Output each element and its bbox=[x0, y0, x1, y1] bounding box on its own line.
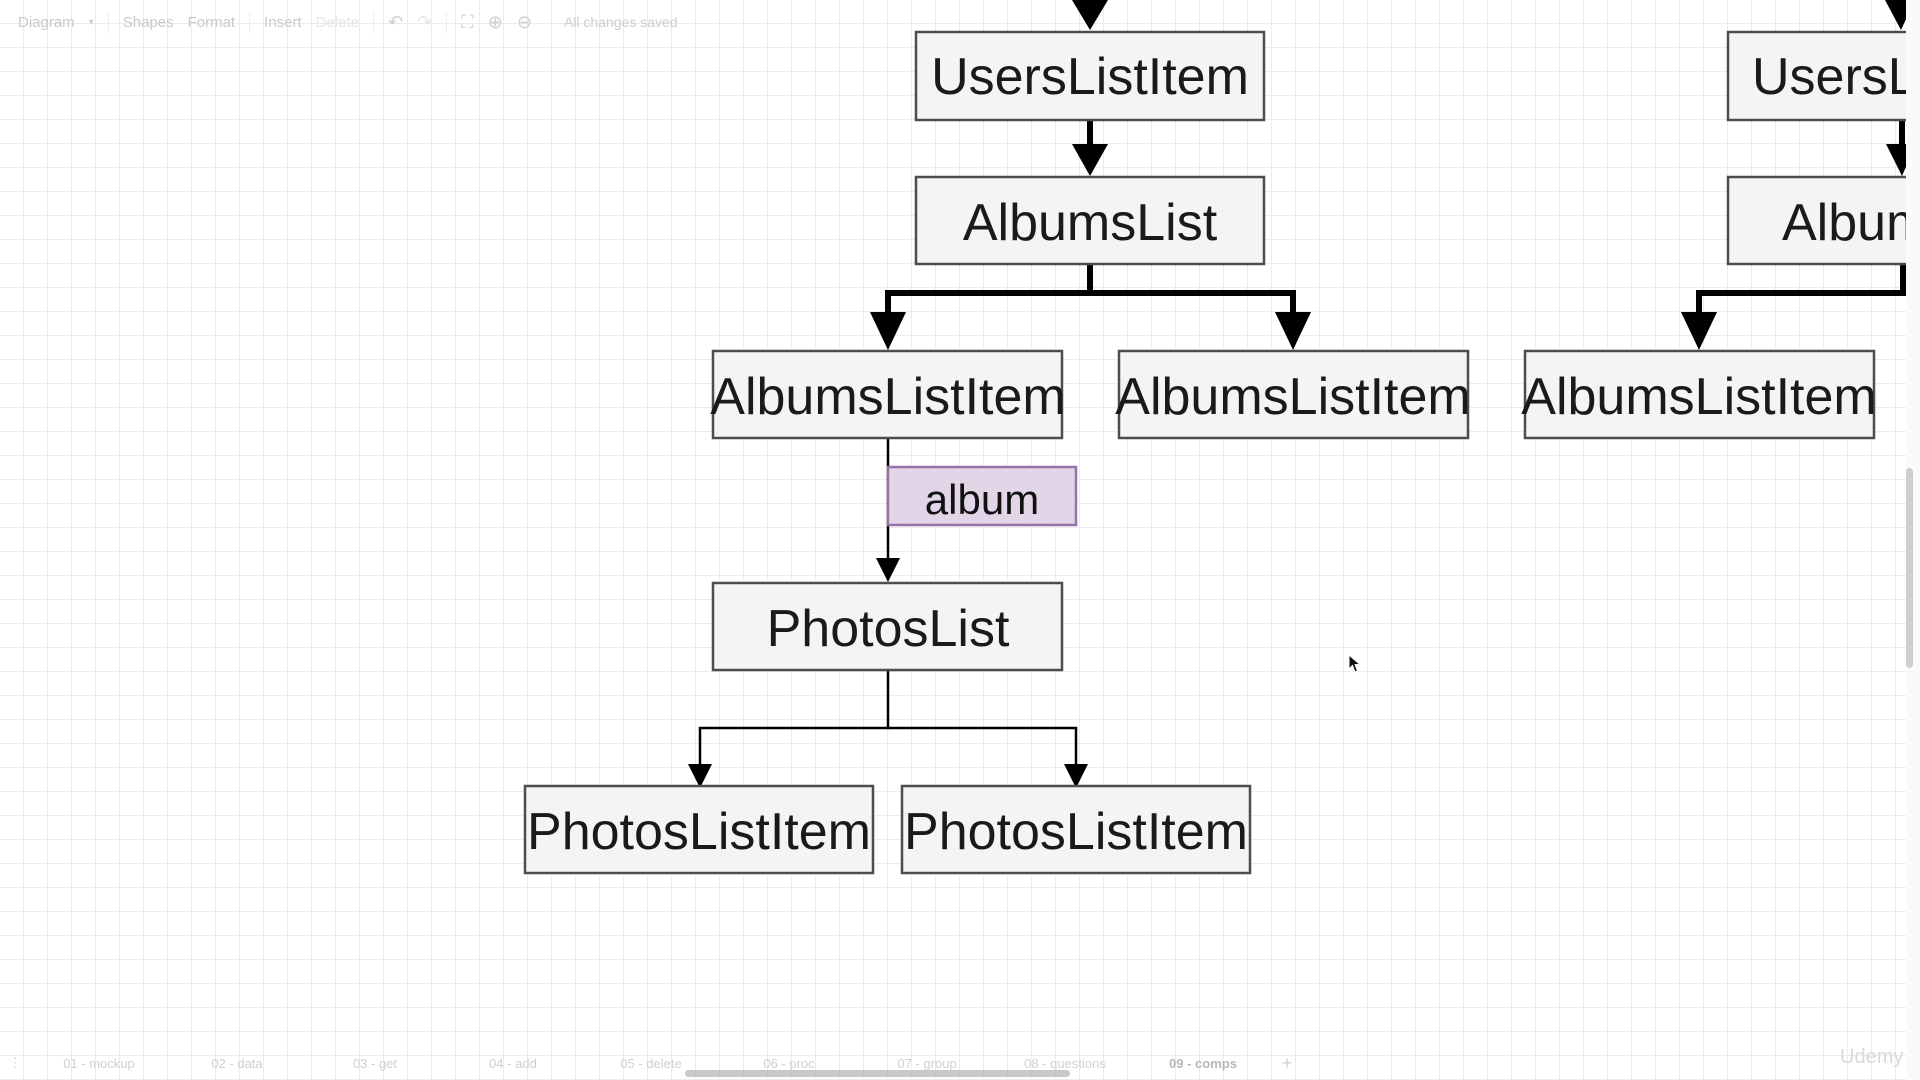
edges-thin bbox=[688, 438, 1088, 788]
horizontal-scrollbar[interactable] bbox=[685, 1070, 1070, 1077]
mouse-cursor-icon bbox=[1348, 654, 1362, 673]
save-status: All changes saved bbox=[563, 14, 678, 30]
insert-button[interactable]: Insert bbox=[264, 13, 302, 31]
toolbar: Diagram ▾ Shapes Format Insert Delete ↶ … bbox=[0, 0, 720, 44]
right-edge-overlay bbox=[1906, 0, 1920, 1080]
node-label: UsersListItem bbox=[931, 48, 1249, 106]
tab-04-add[interactable]: 04 - add bbox=[489, 1055, 537, 1071]
node-albums-list-partial[interactable]: Album bbox=[1726, 175, 1920, 266]
node-users-list-item[interactable]: UsersListItem bbox=[914, 30, 1266, 122]
node-label: PhotosList bbox=[767, 600, 1010, 658]
node-albums-list-item-far-right[interactable]: AlbumsListItem bbox=[1521, 349, 1877, 440]
udemy-watermark: Udemy bbox=[1840, 1046, 1904, 1068]
add-page-icon[interactable]: + bbox=[1281, 1052, 1293, 1073]
node-photos-list-item-right[interactable]: PhotosListItem bbox=[900, 784, 1252, 875]
node-label: AlbumsListItem bbox=[1521, 368, 1876, 426]
edge-albums-list-to-left-item bbox=[885, 264, 1093, 318]
arrowhead-icon bbox=[1072, 144, 1108, 176]
node-label: Album bbox=[1782, 194, 1920, 252]
node-label: AlbumsListItem bbox=[710, 368, 1065, 426]
node-label: PhotosListItem bbox=[904, 803, 1248, 861]
shapes-button[interactable]: Shapes bbox=[122, 13, 174, 31]
arrowhead-icon bbox=[1064, 764, 1088, 788]
diagram-menu[interactable]: Diagram bbox=[18, 13, 75, 31]
fullscreen-icon[interactable]: ⛶ bbox=[461, 11, 474, 32]
toolbar-divider bbox=[446, 11, 448, 33]
arrowhead-icon bbox=[1275, 312, 1311, 350]
arrowhead-icon bbox=[1681, 312, 1717, 350]
node-photos-list-item-left[interactable]: PhotosListItem bbox=[523, 784, 875, 875]
redo-icon[interactable]: ↷ bbox=[417, 11, 433, 32]
chevron-down-icon[interactable]: ▾ bbox=[88, 16, 94, 28]
edge-label-album[interactable]: album bbox=[886, 465, 1078, 527]
pages-menu-icon[interactable]: ⋮ bbox=[8, 1055, 22, 1070]
edge-photos-list-to-left-item bbox=[698, 670, 890, 770]
node-label: AlbumsList bbox=[963, 194, 1218, 252]
toolbar-divider bbox=[249, 11, 251, 33]
node-label: UsersL bbox=[1752, 48, 1917, 106]
tab-03-get[interactable]: 03 - get bbox=[352, 1055, 398, 1071]
tab-09-comps[interactable]: 09 - comps bbox=[1169, 1055, 1237, 1071]
node-label: PhotosListItem bbox=[527, 803, 871, 861]
toolbar-divider bbox=[107, 11, 109, 33]
tab-07-group[interactable]: 07 - group bbox=[897, 1055, 957, 1071]
node-albums-list-item-right[interactable]: AlbumsListItem bbox=[1115, 349, 1471, 440]
page-tabs: ⋮ 01 - mockup 02 - data 03 - get 04 - ad… bbox=[0, 1050, 1920, 1076]
edge-albums-list-to-right-item bbox=[1090, 290, 1296, 318]
zoom-out-icon[interactable]: ⊖ bbox=[516, 11, 532, 32]
edge-label-text: album bbox=[925, 476, 1039, 523]
tab-01-mockup[interactable]: 01 - mockup bbox=[63, 1055, 135, 1071]
tab-06-proc[interactable]: 06 - proc bbox=[763, 1055, 815, 1071]
arrowhead-icon bbox=[1072, 0, 1108, 30]
tab-02-data[interactable]: 02 - data bbox=[211, 1055, 263, 1071]
node-label: AlbumsListItem bbox=[1115, 368, 1470, 426]
vertical-scrollbar[interactable] bbox=[1906, 468, 1913, 668]
node-users-list-item-partial[interactable]: UsersL bbox=[1726, 30, 1920, 122]
delete-button[interactable]: Delete bbox=[315, 13, 359, 31]
format-button[interactable]: Format bbox=[187, 13, 236, 31]
node-albums-list-item-left[interactable]: AlbumsListItem bbox=[710, 349, 1066, 440]
toolbar-divider bbox=[372, 11, 374, 33]
undo-icon[interactable]: ↶ bbox=[387, 11, 404, 32]
edge-albums-list-2-to-item bbox=[1696, 264, 1906, 318]
arrowhead-icon bbox=[870, 312, 906, 350]
node-albums-list[interactable]: AlbumsList bbox=[914, 175, 1266, 266]
tab-08-questions[interactable]: 08 - questions bbox=[1024, 1055, 1106, 1071]
arrowhead-icon bbox=[876, 558, 900, 582]
node-photos-list[interactable]: PhotosList bbox=[711, 581, 1064, 672]
edge-photos-list-to-right-item bbox=[888, 726, 1078, 770]
arrowhead-icon bbox=[688, 764, 712, 788]
zoom-in-icon[interactable]: ⊕ bbox=[487, 11, 503, 32]
tab-05-delete[interactable]: 05 - delete bbox=[620, 1055, 682, 1071]
